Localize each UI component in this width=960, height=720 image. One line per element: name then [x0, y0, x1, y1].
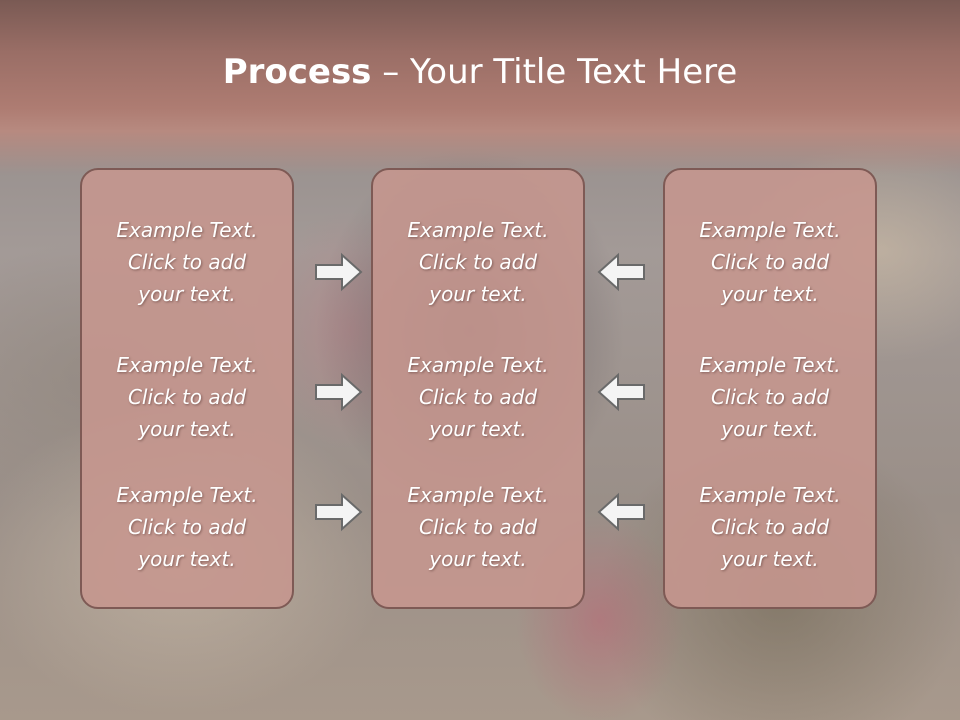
text-block[interactable]: Example Text. Click to add your text.	[699, 483, 841, 571]
slide-title[interactable]: Process – Your Title Text Here	[0, 52, 960, 92]
arrow-left-icon	[597, 252, 645, 292]
text-block[interactable]: Example Text. Click to add your text.	[407, 353, 549, 441]
title-rest: – Your Title Text Here	[371, 52, 738, 92]
arrow-right-icon	[315, 372, 363, 412]
panel-left: Example Text. Click to add your text. Ex…	[80, 168, 294, 609]
text-block[interactable]: Example Text. Click to add your text.	[699, 218, 841, 306]
text-block[interactable]: Example Text. Click to add your text.	[699, 353, 841, 441]
arrow-right-icon	[315, 492, 363, 532]
arrow-right-icon	[315, 252, 363, 292]
title-bold: Process	[222, 52, 372, 92]
text-block[interactable]: Example Text. Click to add your text.	[407, 483, 549, 571]
panel-right: Example Text. Click to add your text. Ex…	[663, 168, 877, 609]
text-block[interactable]: Example Text. Click to add your text.	[116, 218, 258, 306]
header-band	[0, 0, 960, 175]
text-block[interactable]: Example Text. Click to add your text.	[116, 353, 258, 441]
panel-middle: Example Text. Click to add your text. Ex…	[371, 168, 585, 609]
text-block[interactable]: Example Text. Click to add your text.	[116, 483, 258, 571]
arrow-left-icon	[597, 492, 645, 532]
text-block[interactable]: Example Text. Click to add your text.	[407, 218, 549, 306]
arrow-left-icon	[597, 372, 645, 412]
